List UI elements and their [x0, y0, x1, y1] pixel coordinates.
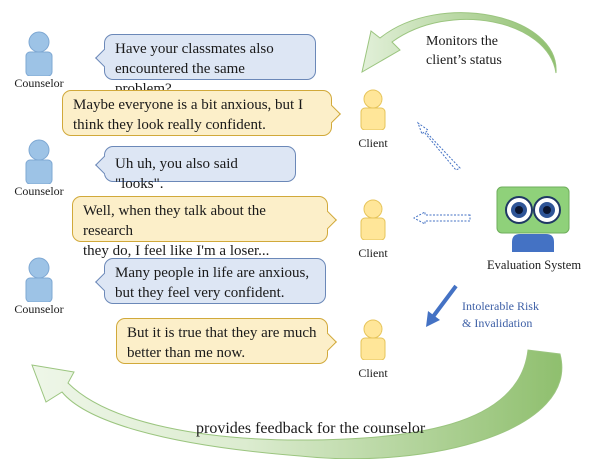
counselor-icon [22, 256, 56, 303]
counselor-label: Counselor [14, 184, 64, 198]
risk-arrow-icon [426, 284, 458, 327]
client-label: Client [358, 136, 388, 150]
monitor-line-2: client’s status [426, 53, 502, 68]
risk-line-1: Intolerable Risk [462, 299, 539, 313]
counselor-icon [22, 138, 56, 185]
counselor-label: Counselor [14, 302, 64, 316]
bubble-line: Many people in life are anxious, [115, 265, 310, 281]
counselor-bubble: Uh uh, you also said "looks". [95, 146, 296, 192]
evaluation-system-label: Evaluation System [486, 258, 582, 272]
counselor-bubble: Many people in life are anxious, but the… [95, 258, 326, 304]
client-icon [358, 318, 388, 361]
bubble-line: Well, when they talk about the research [83, 203, 266, 239]
dashed-arrow-icon [412, 211, 471, 225]
bubble-line: But it is true that they are much [127, 325, 317, 341]
bubble-line: Maybe everyone is a bit anxious, but I [73, 97, 303, 113]
risk-caption: Intolerable Risk & Invalidation [462, 298, 539, 332]
client-bubble: Well, when they talk about the research … [72, 196, 337, 259]
counselor-bubble: Have your classmates also encountered th… [95, 34, 316, 97]
bubble-line: think they look really confident. [73, 117, 266, 133]
bubble-line: Have your classmates also [115, 41, 274, 57]
client-bubble: But it is true that they are much better… [116, 318, 337, 364]
client-label: Client [358, 246, 388, 260]
client-icon [358, 88, 388, 131]
bubble-line: but they feel very confident. [115, 285, 285, 301]
monitor-caption: Monitors the client’s status [426, 32, 502, 70]
monitor-curved-arrow-icon [361, 12, 557, 74]
bubble-line: they do, I feel like I'm a loser... [83, 243, 270, 259]
risk-line-2: & Invalidation [462, 316, 533, 330]
client-icon [358, 198, 388, 241]
monitor-line-1: Monitors the [426, 34, 498, 49]
counselor-icon [22, 30, 56, 77]
client-bubble: Maybe everyone is a bit anxious, but I t… [62, 90, 341, 136]
client-label: Client [358, 366, 388, 380]
bubble-line: better than me now. [127, 345, 246, 361]
bubble-line: Uh uh, you also said "looks". [115, 156, 238, 192]
feedback-curved-arrow-icon [31, 349, 563, 459]
robot-icon [496, 186, 570, 252]
counselor-label: Counselor [14, 76, 64, 90]
dashed-arrow-icon [416, 121, 461, 171]
feedback-caption: provides feedback for the counselor [196, 420, 426, 437]
